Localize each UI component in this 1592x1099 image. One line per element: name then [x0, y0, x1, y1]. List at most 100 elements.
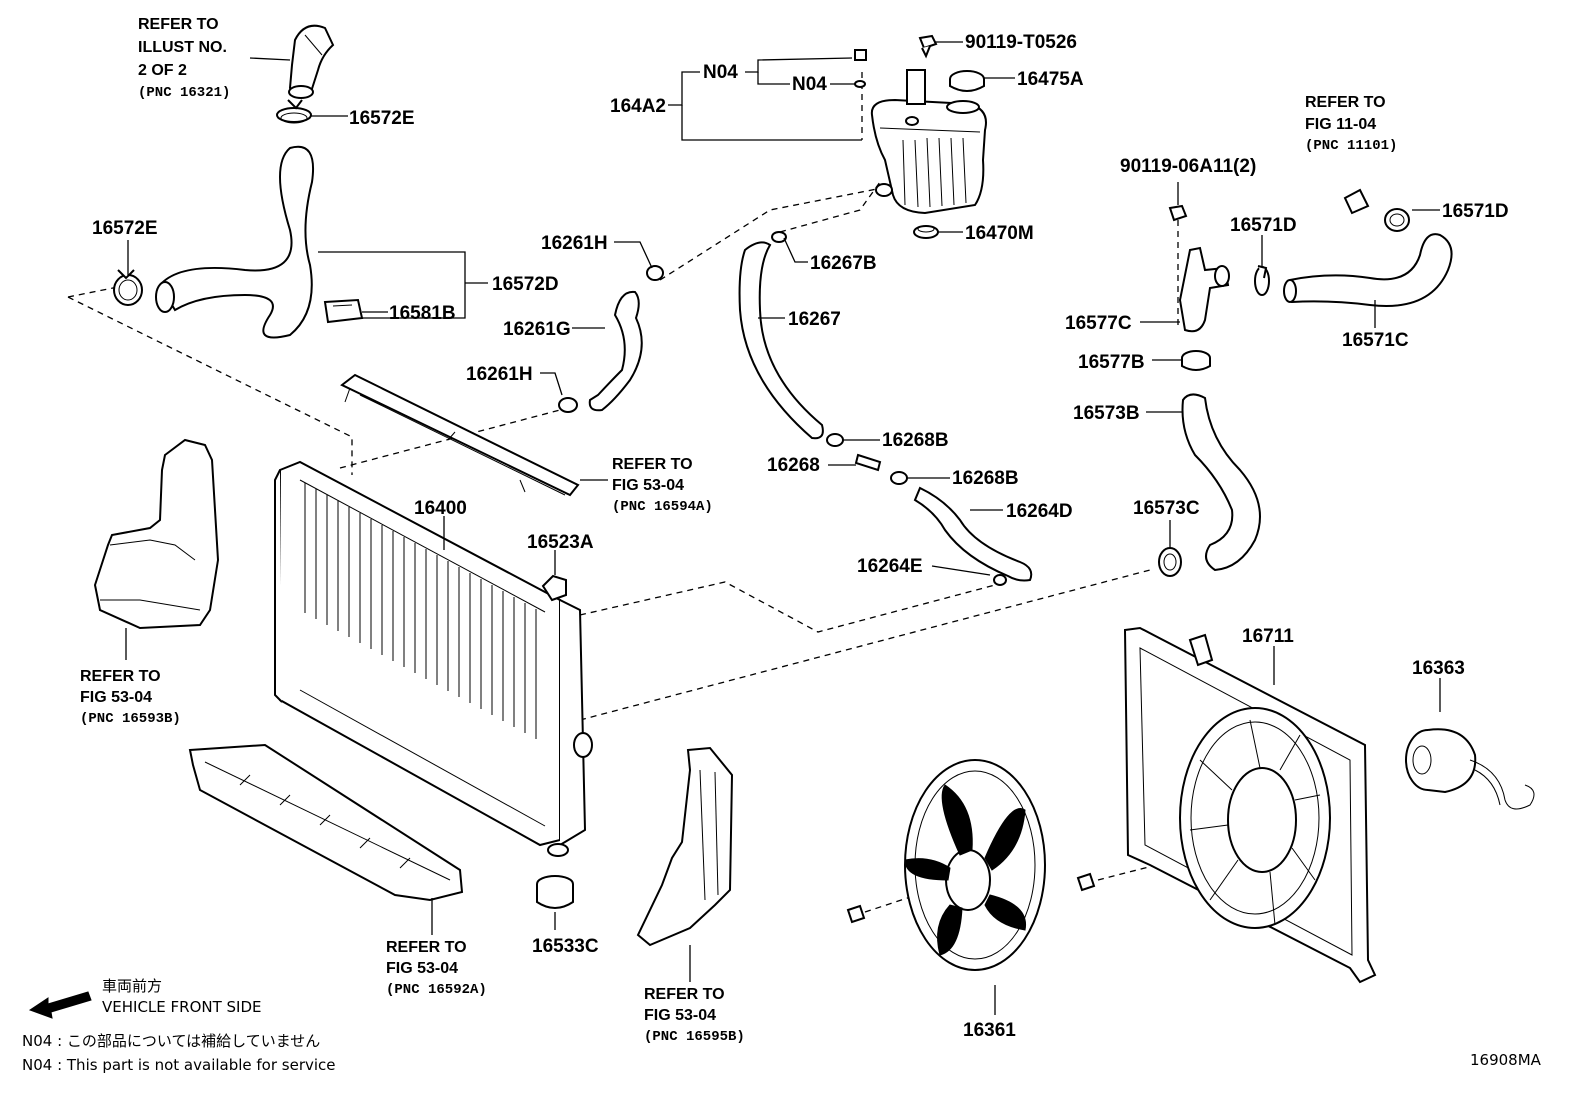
ref-16595B-note: REFER TO FIG 53-04 (PNC 16595B): [644, 986, 745, 1045]
svg-text:(PNC 16594A): (PNC 16594A): [612, 499, 713, 515]
part-label-16361: 16361: [963, 1020, 1016, 1041]
part-label-N04-a: N04: [703, 62, 738, 83]
svg-text:FIG 53-04: FIG 53-04: [612, 477, 684, 494]
hose-16264D-drawing: [913, 486, 1033, 586]
ref-16593B-note: REFER TO FIG 53-04 (PNC 16593B): [80, 668, 181, 727]
leader-lines: [125, 41, 1441, 1015]
clamp-16573C-drawing: [1158, 547, 1182, 577]
part-label-16572E-left: 16572E: [92, 218, 158, 239]
upper-hose-drawing: [155, 145, 314, 339]
svg-text:FIG 53-04: FIG 53-04: [386, 960, 458, 977]
svg-text:(PNC 16592A): (PNC 16592A): [386, 982, 487, 998]
motor-drawing: [1405, 728, 1535, 810]
part-label-16264D: 16264D: [1006, 501, 1073, 522]
ref-fig1104-note: REFER TO FIG 11-04 (PNC 11101): [1305, 94, 1397, 154]
direction-jp: 車両前方: [102, 977, 162, 995]
fan-shroud-drawing: [1123, 626, 1377, 984]
part-label-16523A: 16523A: [527, 532, 594, 553]
grommet-16470M-drawing: [913, 225, 939, 239]
svg-text:2 OF 2: 2 OF 2: [138, 62, 187, 79]
part-label-16261H-bot: 16261H: [466, 364, 533, 385]
reservoir-tank-drawing: [870, 69, 987, 215]
part-label-90119T0526: 90119-T0526: [965, 32, 1077, 53]
cushion-16533C-drawing: [536, 875, 574, 909]
clamp-16571D-right-drawing: [1343, 188, 1410, 232]
radiator-drawing: [274, 460, 593, 857]
part-label-16533C: 16533C: [532, 936, 599, 957]
air-guide-center-drawing: [636, 746, 734, 947]
ref-16594A-note: REFER TO FIG 53-04 (PNC 16594A): [612, 456, 713, 515]
part-label-16363: 16363: [1412, 658, 1465, 679]
part-label-16572E-top: 16572E: [349, 108, 415, 129]
water-inlet-16577C-drawing: [1168, 204, 1230, 333]
part-label-16264E: 16264E: [857, 556, 923, 577]
svg-text:(PNC 16593B): (PNC 16593B): [80, 711, 181, 727]
part-label-16261G: 16261G: [503, 319, 571, 340]
part-label-16470M: 16470M: [965, 223, 1034, 244]
hose-16261G-drawing: [558, 265, 664, 413]
air-guide-left-drawing: [93, 438, 220, 630]
svg-text:(PNC 16595B): (PNC 16595B): [644, 1029, 745, 1045]
part-label-16400: 16400: [414, 498, 467, 519]
svg-text:REFER TO: REFER TO: [612, 456, 693, 473]
part-label-16573C: 16573C: [1133, 498, 1200, 519]
part-label-16268B-top: 16268B: [882, 430, 949, 451]
svg-text:REFER TO: REFER TO: [138, 16, 219, 33]
part-labels: 16572E 16572E 16572D 16581B 164A2 N04 N0…: [92, 32, 1509, 1041]
hose-16267-drawing: [738, 231, 824, 440]
bracket-16523A-drawing: [541, 574, 567, 602]
part-label-16268B-bot: 16268B: [952, 468, 1019, 489]
hose-16573B-drawing: [1181, 393, 1261, 572]
clip-16581B-drawing: [323, 298, 364, 324]
part-label-16577C: 16577C: [1065, 313, 1132, 334]
note-jp: N04 : この部品については補給していません: [22, 1032, 320, 1050]
svg-text:(PNC 11101): (PNC 11101): [1305, 138, 1397, 154]
front-arrow-icon: [28, 991, 92, 1019]
fan-drawing: [846, 759, 1096, 971]
svg-text:REFER TO: REFER TO: [644, 986, 725, 1003]
part-label-16571D-mid: 16571D: [1230, 215, 1297, 236]
ref-illust-note: REFER TO ILLUST NO. 2 OF 2 (PNC 16321): [138, 16, 230, 101]
clamp-16577B-drawing: [1181, 350, 1211, 371]
hose-16571C-drawing: [1283, 233, 1453, 307]
svg-text:FIG 53-04: FIG 53-04: [80, 689, 152, 706]
part-label-16261H-top: 16261H: [541, 233, 608, 254]
part-label-16572D: 16572D: [492, 274, 559, 295]
ref-16592A-note: REFER TO FIG 53-04 (PNC 16592A): [386, 939, 487, 998]
part-label-16267: 16267: [788, 309, 841, 330]
air-guide-bottom-drawing: [188, 743, 464, 902]
part-label-9011906A11: 90119-06A11(2): [1120, 156, 1256, 177]
svg-text:ILLUST NO.: ILLUST NO.: [138, 39, 227, 56]
part-label-164A2: 164A2: [610, 96, 666, 117]
clamp-16572E-top-drawing: [276, 99, 312, 124]
clamp-16571D-mid-drawing: [1254, 265, 1270, 296]
part-label-16573B: 16573B: [1073, 403, 1140, 424]
clamp-16572E-left-drawing: [113, 269, 143, 306]
part-label-16711: 16711: [1242, 626, 1294, 647]
part-label-16571D-right: 16571D: [1442, 201, 1509, 222]
direction-en: VEHICLE FRONT SIDE: [102, 998, 262, 1016]
part-label-16268: 16268: [767, 455, 820, 476]
bolt-90119T0526-drawing: [918, 34, 938, 59]
diagram-code: 16908MA: [1470, 1051, 1542, 1069]
legend: 車両前方 VEHICLE FRONT SIDE N04 : この部品については補…: [22, 977, 1542, 1074]
note-en: N04 : This part is not available for ser…: [22, 1056, 336, 1074]
inlet-pipe-drawing: [288, 24, 335, 99]
svg-text:FIG 11-04: FIG 11-04: [1305, 116, 1376, 133]
svg-text:REFER TO: REFER TO: [1305, 94, 1386, 111]
svg-text:REFER TO: REFER TO: [386, 939, 467, 956]
part-label-16267B: 16267B: [810, 253, 877, 274]
part-label-16475A: 16475A: [1017, 69, 1084, 90]
part-label-16571C: 16571C: [1342, 330, 1409, 351]
svg-text:(PNC 16321): (PNC 16321): [138, 85, 230, 101]
n04-parts-drawing: [854, 49, 867, 88]
upper-support-drawing: [340, 373, 580, 497]
svg-text:FIG 53-04: FIG 53-04: [644, 1007, 716, 1024]
svg-text:REFER TO: REFER TO: [80, 668, 161, 685]
cap-16475A-drawing: [949, 70, 985, 92]
part-label-16581B: 16581B: [389, 303, 456, 324]
part-label-16577B: 16577B: [1078, 352, 1145, 373]
part-label-N04-b: N04: [792, 74, 827, 95]
